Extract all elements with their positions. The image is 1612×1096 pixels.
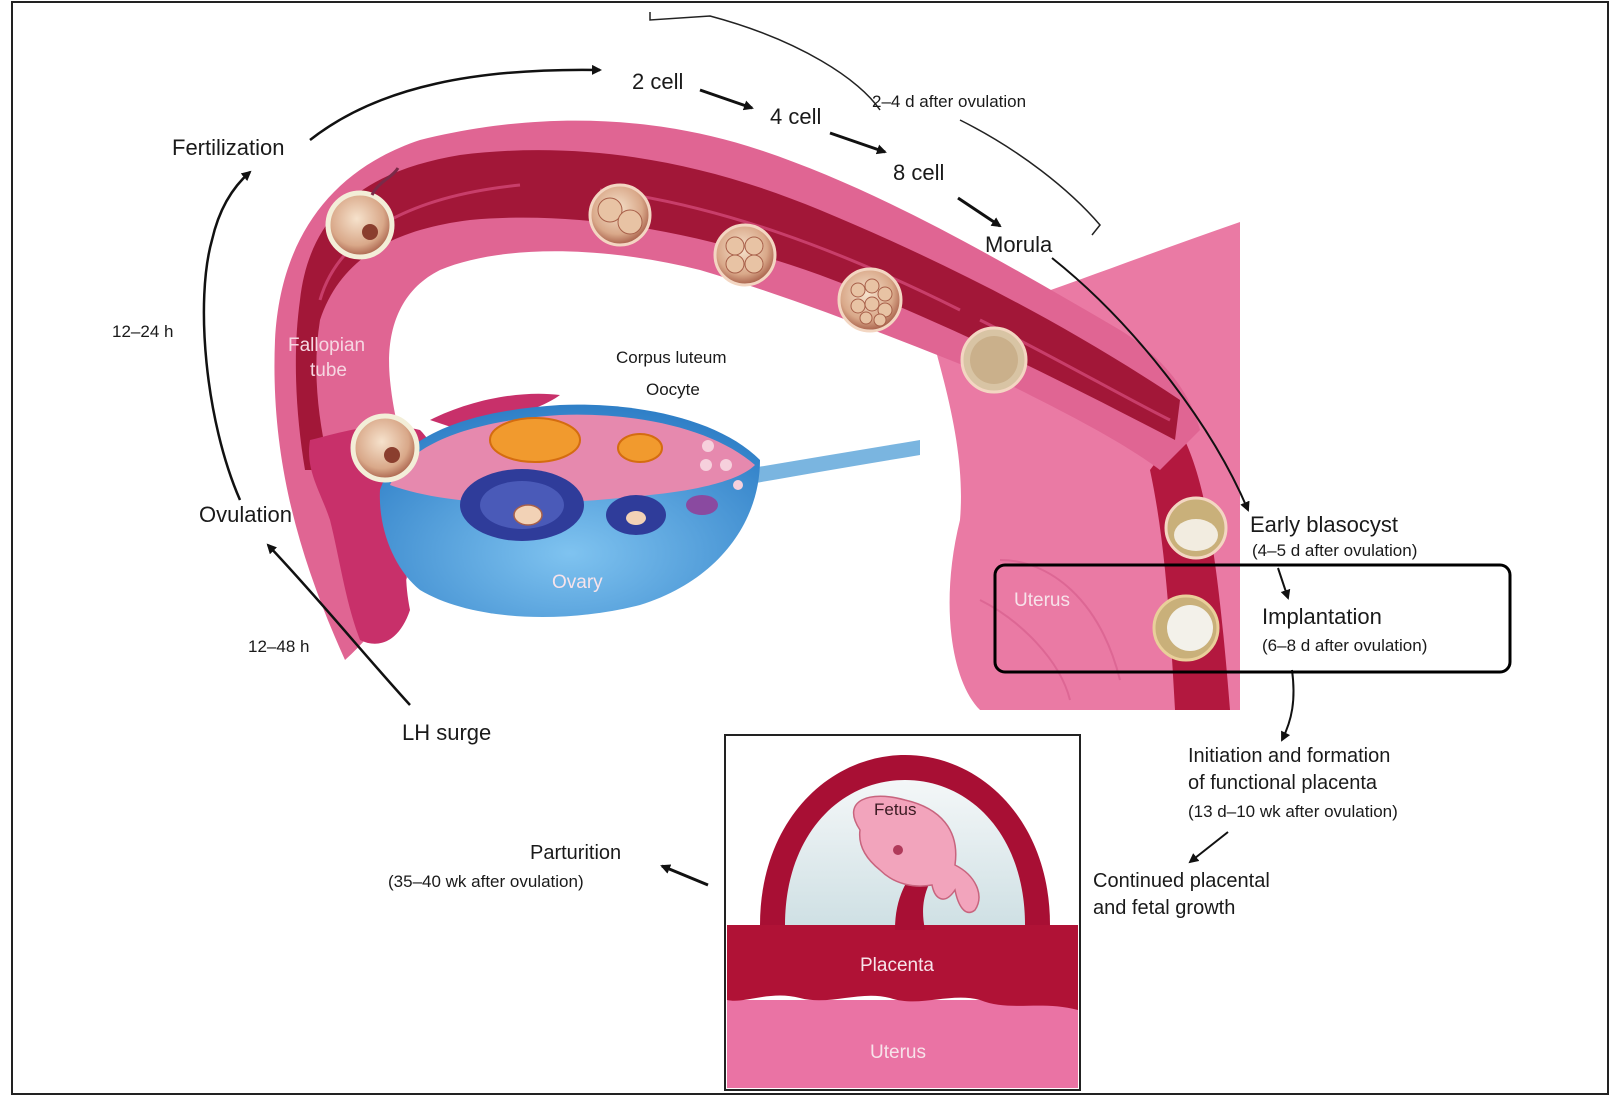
label-ovulation: Ovulation [199,502,292,527]
label-placenta-formation-1: Initiation and formation [1188,745,1390,768]
label-continued-growth-1: Continued placental [1093,870,1270,893]
label-parturition: Parturition [530,842,621,865]
ovulated-oocyte [353,416,417,480]
label-placenta-formation-timing: (13 d–10 wk after ovulation) [1188,802,1398,822]
fertilized-egg [328,193,392,257]
label-2-cell: 2 cell [632,69,683,94]
arrow-ovulation-to-fertilization [204,172,250,500]
label-4-cell: 4 cell [770,104,821,129]
inset-label-uterus: Uterus [870,1042,926,1064]
label-oocyte: Oocyte [646,380,700,400]
label-interval-fertilization: 12–24 h [112,322,173,342]
label-morula: Morula [985,232,1052,257]
label-corpus-luteum: Corpus luteum [616,348,727,368]
label-fertilization: Fertilization [172,135,284,160]
label-interval-ovulation: 12–48 h [248,637,309,657]
label-implantation-timing: (6–8 d after ovulation) [1262,636,1427,656]
inset-label-fetus: Fetus [874,800,917,820]
label-continued-growth-2: and fetal growth [1093,897,1235,920]
label-fallopian-tube-1: Fallopian [288,335,365,357]
label-implantation: Implantation [1262,604,1382,629]
label-early-blastocyst: Early blasocyst [1250,512,1398,537]
oocyte-cell [514,505,542,525]
label-8-cell: 8 cell [893,160,944,185]
label-early-blastocyst-timing: (4–5 d after ovulation) [1252,541,1417,561]
four-cell-embryo [715,225,775,285]
label-fallopian-tube-2: tube [310,360,347,382]
inset-label-placenta: Placenta [860,955,934,977]
label-ovary: Ovary [552,572,603,594]
label-uterus: Uterus [1014,590,1070,612]
label-cleavage-timing: 2–4 d after ovulation [872,92,1026,112]
label-parturition-timing: (35–40 wk after ovulation) [388,872,584,892]
label-placenta-formation-2: of functional placenta [1188,772,1377,795]
label-lh-surge: LH surge [402,720,491,745]
corpus-luteum-body [490,418,580,462]
